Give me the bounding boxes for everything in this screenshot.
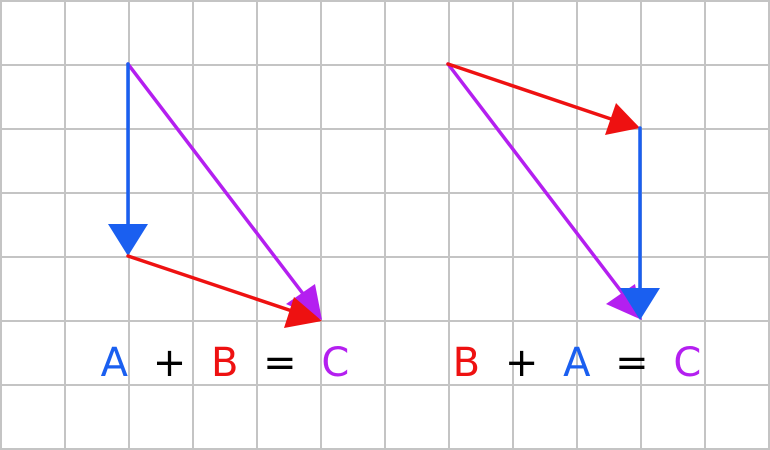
- left-diagram: A + B = C: [101, 62, 350, 386]
- left-term-2: B: [211, 340, 238, 386]
- right-term-1: B: [453, 340, 480, 386]
- left-operator-plus: +: [153, 340, 187, 386]
- left-vector-c-arrowhead: [286, 284, 322, 320]
- right-term-2: A: [563, 340, 591, 386]
- left-term-1: A: [101, 340, 129, 386]
- left-vector-b-arrowhead: [284, 297, 322, 328]
- right-vector-c: [446, 62, 629, 301]
- left-operator-equals: =: [263, 340, 297, 386]
- left-equation: A + B = C: [101, 340, 350, 386]
- right-vector-b-arrowhead: [605, 103, 640, 135]
- right-diagram: B + A = C: [446, 62, 702, 386]
- right-equation: B + A = C: [453, 340, 702, 386]
- right-vector-b: [446, 62, 616, 122]
- right-term-3: C: [673, 340, 701, 386]
- right-operator-plus: +: [505, 340, 539, 386]
- right-operator-equals: =: [615, 340, 649, 386]
- right-vector-a-arrowhead: [620, 288, 660, 320]
- left-vector-a-arrowhead: [108, 224, 148, 256]
- left-vector-b: [126, 254, 300, 315]
- left-term-3: C: [321, 340, 349, 386]
- left-vector-c: [126, 62, 309, 301]
